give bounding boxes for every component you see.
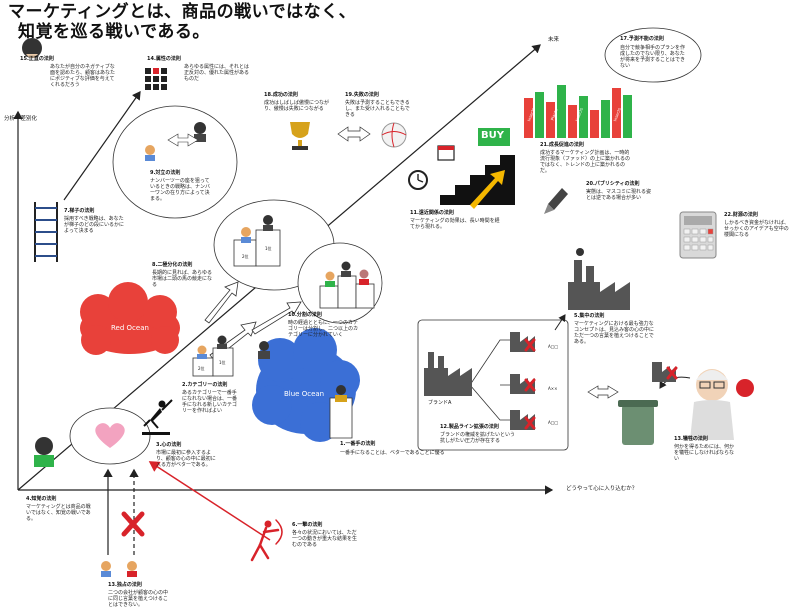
law-title: 11.遠近関係の法則 xyxy=(410,210,454,216)
factory-icon-brand xyxy=(424,352,472,396)
factory-icon-ext2 xyxy=(510,374,535,394)
law-title: 20.パブリシティの法則 xyxy=(586,181,640,187)
red-ocean-cloud xyxy=(80,282,180,355)
law-title: 17.予測不能の法則 xyxy=(620,36,664,42)
law-title: 21.成長促進の法則 xyxy=(540,142,584,148)
trophy-icon xyxy=(290,122,310,150)
law-desc: あらゆる属性には、それとは正反対の、優れた属性があるものだ xyxy=(184,64,250,82)
podium-law8 xyxy=(233,229,281,267)
law-title: 5.集中の法則 xyxy=(574,313,605,319)
stairs-icon xyxy=(440,155,515,205)
law-desc: しかるべき資金がなければ、せっかくのアイデアも空中の楼閣になる xyxy=(724,220,790,238)
law-title: 9.対立の法則 xyxy=(150,170,181,176)
red-x-icon xyxy=(121,511,145,537)
rank-2-label-2: 2位 xyxy=(198,366,205,371)
title-line-1: マーケティングとは、商品の戦いではなく、 xyxy=(8,2,357,22)
buy-label: BUY xyxy=(481,130,504,141)
law-desc: あなたが自分のネガティブな面を認めたら、顧客はあなたにポジティブな評価を与えてく… xyxy=(50,64,116,88)
calendar-icon xyxy=(437,145,455,161)
law-desc: ブランドの権威を拡げたいという抗しがたい圧力が存在する xyxy=(440,432,516,444)
law-desc: マーケティングの効果は、長い時間を経てから現れる。 xyxy=(410,218,500,230)
blue-ocean-label: Blue Ocean xyxy=(284,390,325,398)
law-desc: ナンバーツーの座を狙っているときの戦略は、ナンバーワンの在り方によって決まる。 xyxy=(150,178,211,202)
law-title: 2.カテゴリーの法則 xyxy=(182,382,228,388)
gift-ball-icon xyxy=(736,379,754,397)
law-desc: 実態は、マスコミに現れる姿とは逆である場合が多い xyxy=(586,189,652,201)
growth-chart-icon xyxy=(524,85,632,138)
ext-a1-label: A□□ xyxy=(548,344,559,349)
law-title: 12.製品ライン拡張の法則 xyxy=(440,424,499,430)
y-axis-label: 分析・差別化 xyxy=(4,116,38,122)
page-title: マーケティングとは、商品の戦いではなく、 知覚を巡る戦いである。 xyxy=(8,2,356,42)
law-desc: 市場に最初に参入するより、顧客の心の中に最初に入る方がベターである。 xyxy=(156,450,216,468)
law-title: 8.二極分化の法則 xyxy=(152,262,193,268)
law-title: 4.知覚の法則 xyxy=(26,496,57,502)
archer-icon xyxy=(250,519,283,562)
title-line-2: 知覚を巡る戦いである。 xyxy=(18,22,210,42)
arrow-8-to-9 xyxy=(204,281,239,324)
red-ocean-label: Red Ocean xyxy=(111,324,149,332)
law-desc: マーケティングにおける最も強力なコンセプトは、見込み客の心の中にただ一つの言葉を… xyxy=(574,321,655,345)
law-title: 6.一撃の法則 xyxy=(292,522,323,528)
law-title: 19.失敗の法則 xyxy=(345,92,379,98)
diver-icon xyxy=(142,399,173,435)
law-title: 1.一番手の法則 xyxy=(340,441,376,447)
rank-2-label: 2位 xyxy=(242,254,249,259)
calculator-icon xyxy=(679,211,717,259)
law-desc: 失敗は予測することもできるし、また受け入れることもできる xyxy=(345,100,410,118)
ball-icon xyxy=(381,122,407,148)
law12-box xyxy=(417,319,569,451)
factory-icon-main xyxy=(568,260,630,310)
heart-icon xyxy=(95,423,125,448)
ladder-icon xyxy=(34,202,58,262)
brand-a-label: ブランドA xyxy=(428,400,452,406)
law-desc: あるカテゴリーで一番手になれない場合は、一番手になれる新しいカテゴリーを作ればよ… xyxy=(182,390,238,414)
law-title: 7.梯子の法則 xyxy=(64,208,95,214)
podium-law2 xyxy=(192,347,234,377)
law-title: 14.属性の法則 xyxy=(147,56,181,62)
law-title: 22.財源の法則 xyxy=(724,212,758,218)
double-arrow-18-19 xyxy=(337,126,371,142)
attribute-grid-icon xyxy=(145,68,167,90)
law-title: 10.分割の法則 xyxy=(288,312,322,318)
podium-law1 xyxy=(329,397,353,439)
law-desc: 二つの会社が顧客の心の中に同じ言葉を植えつけることはできない。 xyxy=(108,590,169,608)
buy-sign xyxy=(478,128,510,146)
law-title: 3.心の法則 xyxy=(156,442,182,448)
x-axis-label: どうやって心に入り込むか？ xyxy=(566,486,638,492)
honest-face-icon xyxy=(22,38,42,58)
one-shot-arrow xyxy=(148,461,271,541)
old-man-icon xyxy=(690,369,734,440)
law-desc: マーケティングとは商品の戦いではなく、知覚の戦いである。 xyxy=(26,504,91,522)
law-desc: 長期的に見れば、あらゆる市場は二頭の馬の競走になる xyxy=(152,270,213,288)
clock-icon xyxy=(408,170,428,190)
law-desc: 成功はしばしば傲慢につながり、傲慢は失敗につながる xyxy=(264,100,330,112)
law-desc: 自分で競争相手のプランを作成したのでない限り、あなたが将来を予測することはできな… xyxy=(620,45,686,69)
growth-arrow xyxy=(470,170,505,209)
ext-a3-label: A□□ xyxy=(548,420,559,425)
double-arrow-12-13 xyxy=(587,385,619,399)
pen-icon xyxy=(544,188,568,214)
future-label: 未来 xyxy=(548,37,560,43)
trash-can-icon xyxy=(618,400,658,445)
rank-1-label-2: 1位 xyxy=(219,360,226,365)
law-title: 15.正直の法則 xyxy=(20,56,54,62)
law-desc: 何かを得るためには、何かを犠牲にしなければならない xyxy=(674,444,735,462)
law-desc: 成功するマーケティング計画は、一時的流行現象（ファッド）の上に築かれるのではなく… xyxy=(540,150,631,174)
law17-bubble xyxy=(604,27,702,83)
law-desc: 各々の状況においては、ただ一つの動きが重大な結果を生むのである xyxy=(292,530,358,548)
law-title: 13.独占の法則 xyxy=(108,582,142,588)
ext-a2-label: A×× xyxy=(548,386,558,391)
law-desc: 一番手になることは、ベターであることに優る xyxy=(340,450,445,456)
law-title: 18.成功の法則 xyxy=(264,92,298,98)
people-icons xyxy=(34,122,584,577)
ladder-arrow xyxy=(63,91,141,201)
law-desc: 時の経過とともに、一つのカテゴリーは分割し、二つ以上のカテゴリーに分かれていく xyxy=(288,320,359,338)
law-title: 13.犠牲の法則 xyxy=(674,436,708,442)
arrow-2-to-10 xyxy=(251,301,302,335)
rank-1-label: 1位 xyxy=(265,246,272,251)
law-desc: 採用すべき戦略は、あなたが梯子のどの段にいるかによって決まる xyxy=(64,216,125,234)
